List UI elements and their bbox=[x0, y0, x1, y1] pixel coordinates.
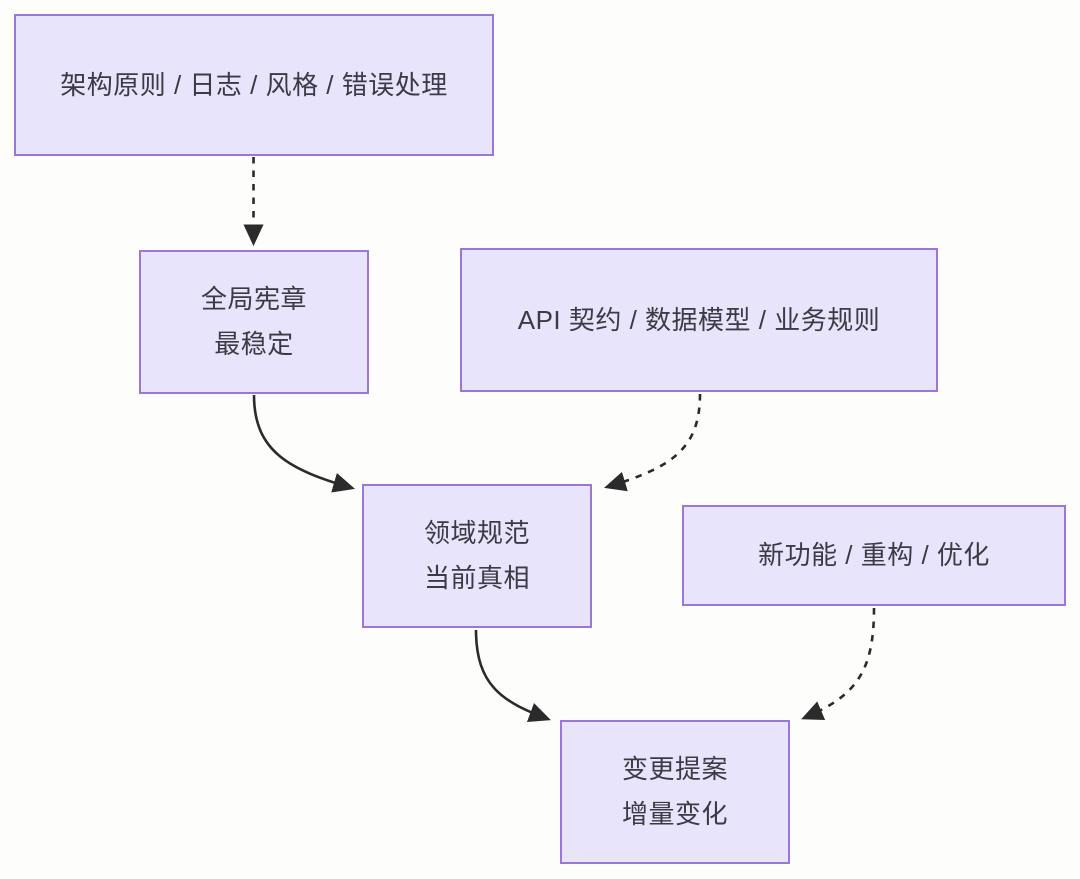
node-label: 全局宪章 最稳定 bbox=[200, 284, 307, 359]
node-label: 领域规范 当前真相 bbox=[423, 518, 530, 593]
node-change-proposal[interactable]: 变更提案 增量变化 bbox=[560, 720, 790, 864]
node-label: API 契约 / 数据模型 / 业务规则 bbox=[517, 304, 881, 335]
node-architecture-principles[interactable]: 架构原则 / 日志 / 风格 / 错误处理 bbox=[14, 14, 494, 156]
edge-api-to-domain bbox=[604, 393, 702, 492]
edge-feature-to-change bbox=[801, 607, 876, 721]
node-domain-spec[interactable]: 领域规范 当前真相 bbox=[362, 484, 592, 628]
edge-domain-to-change bbox=[474, 629, 551, 723]
node-new-feature[interactable]: 新功能 / 重构 / 优化 bbox=[682, 505, 1066, 606]
node-label: 新功能 / 重构 / 优化 bbox=[758, 540, 990, 570]
node-label: 架构原则 / 日志 / 风格 / 错误处理 bbox=[60, 69, 448, 100]
node-api-contract[interactable]: API 契约 / 数据模型 / 业务规则 bbox=[460, 248, 938, 392]
node-global-charter[interactable]: 全局宪章 最稳定 bbox=[139, 250, 369, 394]
edge-charter-to-domain bbox=[252, 394, 355, 493]
node-label: 变更提案 增量变化 bbox=[621, 754, 728, 829]
